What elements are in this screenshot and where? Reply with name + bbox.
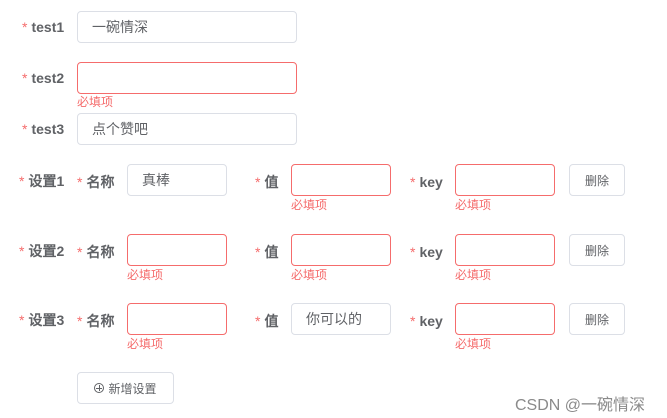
- setting3-label: *设置3: [19, 312, 65, 328]
- setting2-key-label: *key: [410, 244, 443, 260]
- test1-input[interactable]: 一碗情深: [77, 11, 297, 43]
- setting2-name-label: *名称: [77, 244, 115, 260]
- test1-label: *test1: [22, 19, 65, 35]
- setting3-name-label: *名称: [77, 313, 115, 329]
- setting3-value-input[interactable]: 你可以的: [291, 303, 391, 335]
- setting3-name-input[interactable]: [127, 303, 227, 335]
- setting2-key-input[interactable]: [455, 234, 555, 266]
- setting2-key-error: 必填项: [455, 268, 492, 282]
- circle-plus-icon: [94, 383, 105, 393]
- test2-input[interactable]: [77, 62, 297, 94]
- add-setting-button[interactable]: 新增设置: [77, 372, 174, 404]
- setting1-key-error: 必填项: [455, 198, 492, 212]
- setting1-value-label: *值: [255, 174, 279, 190]
- setting2-value-input[interactable]: [291, 234, 391, 266]
- setting2-value-error: 必填项: [291, 268, 328, 282]
- setting2-delete-button[interactable]: 删除: [569, 234, 625, 266]
- test3-input[interactable]: 点个赞吧: [77, 113, 297, 145]
- setting3-delete-button[interactable]: 删除: [569, 303, 625, 335]
- test2-label: *test2: [22, 70, 65, 86]
- setting1-name-input[interactable]: 真棒: [127, 164, 227, 196]
- setting1-key-label: *key: [410, 174, 443, 190]
- setting3-name-error: 必填项: [127, 337, 164, 351]
- test3-label: *test3: [22, 121, 65, 137]
- setting3-key-input[interactable]: [455, 303, 555, 335]
- setting3-key-error: 必填项: [455, 337, 492, 351]
- setting1-value-input[interactable]: [291, 164, 391, 196]
- add-setting-label: 新增设置: [108, 381, 157, 396]
- setting1-value-error: 必填项: [291, 198, 328, 212]
- setting3-key-label: *key: [410, 313, 443, 329]
- setting2-name-input[interactable]: [127, 234, 227, 266]
- setting2-label: *设置2: [19, 243, 65, 259]
- setting2-value-label: *值: [255, 244, 279, 260]
- setting2-name-error: 必填项: [127, 268, 164, 282]
- setting1-delete-button[interactable]: 删除: [569, 164, 625, 196]
- setting3-value-label: *值: [255, 313, 279, 329]
- watermark: CSDN @一碗情深: [515, 397, 646, 414]
- test2-error: 必填项: [77, 95, 114, 109]
- setting1-label: *设置1: [19, 173, 65, 189]
- setting1-name-label: *名称: [77, 174, 115, 190]
- setting1-key-input[interactable]: [455, 164, 555, 196]
